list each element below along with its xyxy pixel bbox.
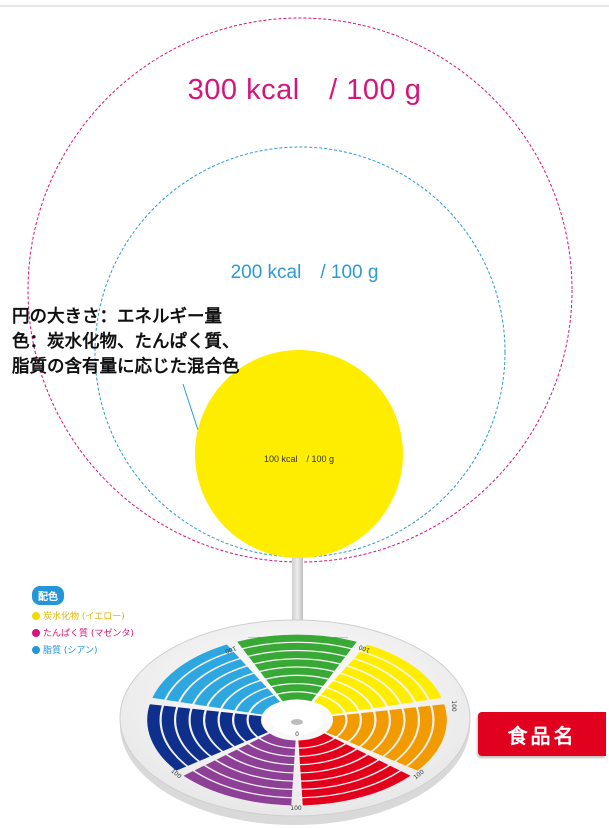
label-100kcal: 100 kcal / 100 g bbox=[263, 454, 335, 464]
dial-band bbox=[250, 695, 281, 715]
legend-item-carbs: 炭水化物 (イエロー) bbox=[32, 609, 134, 622]
dial-band bbox=[299, 744, 356, 765]
dial-band bbox=[208, 673, 260, 709]
dial-band bbox=[407, 704, 447, 771]
dial-band bbox=[152, 644, 233, 700]
cyan-dot-icon bbox=[32, 646, 40, 654]
caption-line-color: 色：炭水化物、たんぱく質、 bbox=[12, 332, 240, 352]
yellow-dot-icon bbox=[32, 612, 40, 620]
dial-sectors bbox=[147, 634, 447, 806]
dial-band bbox=[254, 659, 340, 671]
dial-band bbox=[349, 711, 375, 747]
legend-label-fat: 脂質 (シアン) bbox=[43, 646, 98, 656]
dial-band bbox=[384, 707, 418, 761]
legend-item-fat: 脂質 (シアン) bbox=[32, 643, 134, 656]
dial-band bbox=[313, 695, 344, 715]
dial-band bbox=[266, 675, 328, 687]
dial-band bbox=[205, 760, 293, 789]
dial-band bbox=[301, 760, 389, 789]
dial-band bbox=[372, 708, 404, 756]
dial-band bbox=[300, 749, 367, 773]
caption-line-mix: 脂質の含有量に応じた混合色 bbox=[12, 357, 240, 377]
dial-band bbox=[183, 771, 292, 806]
dial-band bbox=[354, 651, 428, 702]
caption-leader-line bbox=[182, 383, 199, 431]
dial-band bbox=[327, 681, 372, 711]
dial-band bbox=[248, 651, 346, 664]
dial-band bbox=[180, 659, 247, 704]
dial-band bbox=[237, 634, 357, 649]
dial-band bbox=[361, 710, 389, 752]
legend-item-protein: たんぱく質 (マゼンタ) bbox=[32, 626, 134, 639]
dial-band bbox=[396, 705, 433, 766]
dial-band bbox=[236, 688, 274, 713]
dial-band bbox=[243, 642, 351, 656]
dial-band bbox=[248, 714, 269, 737]
dial-band bbox=[298, 738, 345, 756]
ring-micro-text: ―――――――――――――――――――― bbox=[248, 634, 348, 640]
dial-band bbox=[234, 713, 257, 742]
dial-band bbox=[334, 673, 386, 709]
legend-label-carbs: 炭水化物 (イエロー) bbox=[43, 612, 125, 622]
dial-center-label: 0 bbox=[295, 731, 299, 738]
label-200kcal: 200 kcal / 100 g bbox=[230, 262, 379, 283]
circle-100kcal bbox=[195, 350, 403, 558]
dial-band bbox=[277, 692, 317, 702]
dial-band bbox=[302, 771, 411, 806]
dial-band bbox=[166, 651, 240, 702]
pole-base bbox=[291, 719, 303, 725]
dial-band bbox=[361, 644, 442, 700]
dial-band bbox=[147, 704, 187, 771]
dial-band bbox=[260, 667, 334, 679]
dial-band bbox=[260, 733, 296, 748]
dial-band bbox=[337, 713, 360, 742]
dial-band bbox=[194, 666, 253, 707]
legend-label-protein: たんぱく質 (マゼンタ) bbox=[43, 629, 134, 639]
legend-title: 配色 bbox=[32, 586, 64, 605]
dial-band bbox=[298, 733, 334, 748]
diagram-caption: 円の大きさ：エネルギー量 色：炭水化物、たんぱく質、 脂質の含有量に応じた混合色 bbox=[12, 305, 240, 380]
dial-band bbox=[227, 749, 294, 773]
dial-band bbox=[325, 714, 346, 737]
dial-band bbox=[300, 754, 378, 781]
caption-line-size: 円の大きさ：エネルギー量 bbox=[12, 307, 222, 327]
tick-label-upper-right: 100 bbox=[358, 643, 371, 654]
tick-label-upper-left: 100 bbox=[224, 644, 237, 655]
label-300kcal: 300 kcal / 100 g bbox=[187, 74, 422, 106]
dial-band bbox=[341, 666, 400, 707]
dial-band bbox=[219, 711, 245, 747]
dial-band bbox=[176, 707, 210, 761]
dial-band bbox=[320, 688, 358, 713]
dial-band bbox=[238, 744, 295, 765]
dial-band bbox=[347, 659, 414, 704]
dial-band bbox=[194, 765, 293, 798]
dial-band bbox=[271, 684, 323, 694]
magenta-dot-icon bbox=[32, 629, 40, 637]
tick-label-bottom: 100 bbox=[290, 805, 302, 812]
dial-band bbox=[161, 705, 198, 766]
dial-band bbox=[190, 708, 222, 756]
tick-label-right: 100 bbox=[450, 700, 457, 712]
dial-band bbox=[205, 710, 233, 752]
dial-band bbox=[249, 738, 296, 756]
dial-band bbox=[216, 754, 294, 781]
dial-band bbox=[222, 681, 267, 711]
food-name-tag: 食品名 bbox=[478, 712, 606, 756]
color-legend: 配色 炭水化物 (イエロー) たんぱく質 (マゼンタ) 脂質 (シアン) bbox=[32, 585, 134, 656]
dial-band bbox=[301, 765, 400, 798]
